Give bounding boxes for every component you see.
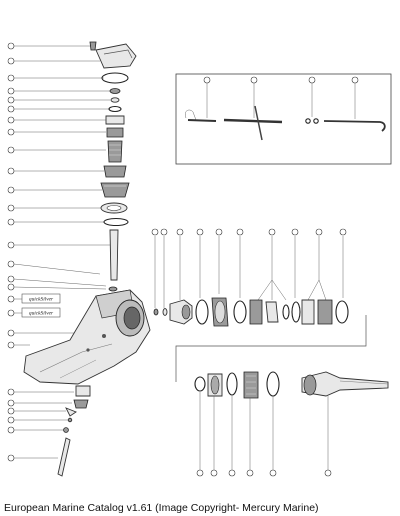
exploded-parts-diagram: quickSilver quickSilver: [7, 41, 392, 477]
label-plate-1: quickSilver: [29, 297, 54, 303]
label-plates: quickSilver quickSilver: [14, 293, 61, 318]
row-connector-line: [175, 315, 367, 382]
callout-markers: [7, 42, 359, 477]
inset-parts: [185, 82, 386, 141]
lower-right-row: [194, 371, 389, 470]
label-plate-2: quickSilver: [29, 311, 54, 317]
inset-box: [175, 73, 392, 165]
left-part-stack: [13, 41, 137, 292]
upper-right-row: [153, 236, 349, 327]
lower-left-parts: [14, 385, 91, 477]
image-caption: European Marine Catalog v1.61 (Image Cop…: [4, 502, 319, 514]
gear-housing: [14, 289, 151, 385]
